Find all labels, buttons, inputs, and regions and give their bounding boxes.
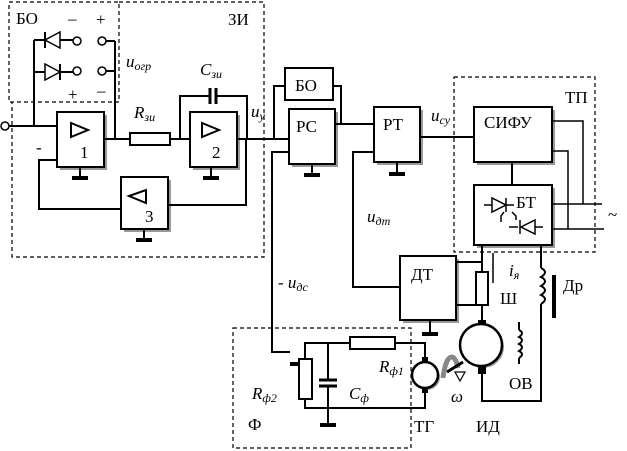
signal-u-current-ctrl: uсу: [431, 106, 451, 127]
limiter-diodes: [33, 30, 116, 127]
limiter-block[interactable]: БО: [284, 67, 334, 101]
amplifier-2[interactable]: 2: [189, 111, 240, 180]
amplifier-3-number: 3: [145, 207, 154, 226]
current-sensor-block[interactable]: ДТ: [399, 255, 459, 336]
amplifier-2-number: 2: [212, 143, 221, 162]
label-c-f: Cф: [349, 384, 369, 405]
label-r-f2: Rф2: [251, 384, 277, 405]
shunt-label: Ш: [500, 289, 517, 308]
polarity-minus-bottom: –: [96, 81, 106, 100]
diode-icon: [44, 62, 62, 82]
field-winding-label: ОВ: [509, 374, 533, 393]
terminal-icon[interactable]: [97, 66, 107, 76]
feedback-minus-sign: -: [36, 138, 42, 157]
current-regulator-label: РТ: [383, 115, 404, 134]
current-sensor-label: ДТ: [411, 265, 434, 284]
choke-label: Др: [563, 276, 583, 295]
diode-icon: [43, 30, 61, 50]
group-zi-label: ЗИ: [228, 10, 249, 29]
ac-supply-symbol: ~: [608, 205, 617, 224]
group-zi-boundary: [11, 1, 265, 258]
polarity-plus-top: +: [96, 10, 106, 29]
speed-regulator-block[interactable]: РС: [288, 108, 338, 177]
group-filter-boundary: [232, 327, 412, 449]
signal-u-control: uу: [251, 102, 266, 123]
amplifier-3[interactable]: 3: [120, 176, 171, 242]
signal-u-speed-fb: - uдс: [278, 273, 308, 294]
speed-regulator-label: РС: [296, 117, 317, 136]
phase-control-label: СИФУ: [484, 113, 533, 132]
group-filter-label: Ф: [248, 415, 261, 434]
terminal-icon[interactable]: [97, 36, 107, 46]
field-winding-icon: [517, 329, 523, 359]
thyristor-icon: [491, 196, 508, 214]
current-feedback-wire: [352, 151, 400, 288]
current-regulator-block[interactable]: РТ: [373, 106, 423, 176]
speed-feedback-wire: [271, 151, 290, 353]
shunt-resistor: [475, 271, 489, 306]
armature-current-label: iя: [509, 261, 520, 282]
resistor-r-f1: [349, 336, 396, 350]
amplifier-triangle-icon: [201, 121, 222, 139]
thyristor-block[interactable]: БТ: [473, 184, 555, 248]
motor[interactable]: [458, 320, 504, 374]
signal-u-current-fb: uдт: [367, 207, 391, 228]
choke-coil-icon: [538, 267, 546, 305]
amplifier-triangle-icon: [126, 188, 147, 205]
thyristor-block-label: БТ: [516, 193, 537, 212]
terminal-icon[interactable]: [72, 66, 82, 76]
resistor-r-f2: [298, 358, 313, 400]
input-terminal-icon[interactable]: [0, 121, 10, 131]
terminal-icon[interactable]: [72, 36, 82, 46]
amplifier-1[interactable]: 1: [56, 111, 107, 180]
label-c-zi: Cзи: [200, 60, 222, 81]
group-bo-label: БО: [16, 9, 38, 28]
polarity-minus-top: –: [67, 9, 77, 28]
group-tp-label: ТП: [565, 88, 588, 107]
group-tp-boundary: [453, 76, 596, 253]
polarity-plus-bottom: +: [68, 85, 78, 104]
tachogenerator-label: ТГ: [414, 417, 434, 436]
tachogenerator[interactable]: [410, 357, 440, 393]
phase-control-block[interactable]: СИФУ: [473, 106, 555, 165]
limiter-block-label: БО: [295, 76, 317, 95]
signal-u-limit: uогр: [126, 52, 151, 73]
label-r-f1: Rф1: [378, 357, 404, 378]
amplifier-triangle-icon: [70, 121, 91, 139]
omega-label: ω: [451, 387, 463, 406]
motor-label: ИД: [476, 417, 500, 436]
label-r-zi: Rзи: [133, 103, 155, 124]
resistor-r-zi: [129, 132, 171, 146]
amplifier-1-number: 1: [80, 143, 89, 162]
